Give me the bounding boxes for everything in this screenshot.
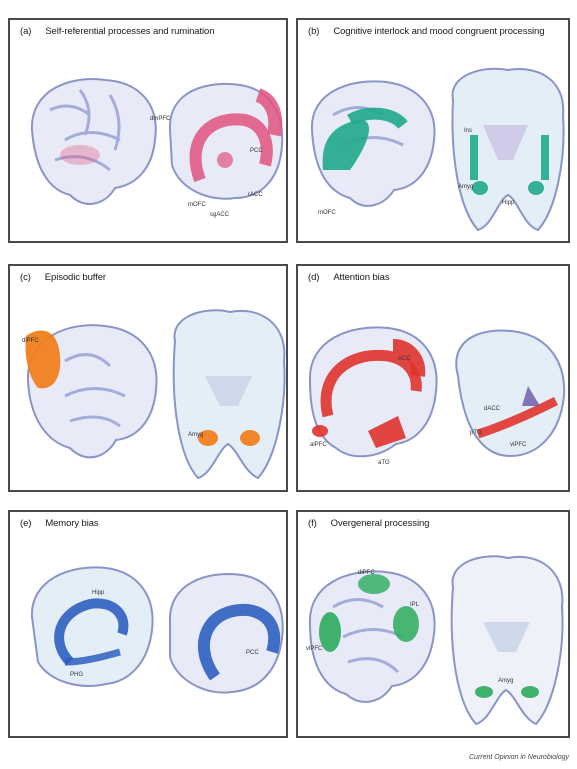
region-label: alPFC [310, 442, 327, 448]
panel-f: (f)Overgeneral processing vlPFC dlPFC IP… [296, 510, 570, 738]
region-label: Hipp [502, 200, 514, 206]
region-label: PCC [250, 148, 263, 154]
panel-e: (e)Memory bias Hipp PHG PCC [8, 510, 288, 738]
coronal-brain-illustration [10, 266, 290, 494]
medial-brain-illustration [10, 512, 290, 740]
region-label: mOFC [318, 210, 336, 216]
region-label: vlPFC [306, 646, 322, 652]
medial-brain-illustration [10, 20, 290, 245]
panel-a: (a)Self-referential processes and rumina… [8, 18, 288, 243]
coronal-brain-illustration [298, 20, 572, 245]
region-label: Amyg [188, 432, 203, 438]
panel-c: (c)Episodic buffer dlPFC Amyg [8, 264, 288, 492]
region-label: vlPFC [510, 442, 526, 448]
panel-d: (d)Attention bias ACC alPFC aTG dACC pTG… [296, 264, 570, 492]
coronal-brain-illustration [298, 266, 572, 494]
region-label: dlPFC [358, 570, 375, 576]
region-label: Amyg [498, 678, 513, 684]
region-label: ACC [398, 356, 411, 362]
region-label: dlPFC [22, 338, 39, 344]
panel-b: (b)Cognitive interlock and mood congruen… [296, 18, 570, 243]
region-label: rACC [248, 192, 263, 198]
region-label: sgACC [210, 212, 229, 218]
region-label: Amyg [458, 184, 473, 190]
region-label: mOFC [188, 202, 206, 208]
region-label: IPL [410, 602, 419, 608]
region-label: dmPFC [150, 116, 170, 122]
region-label: Ins [464, 128, 472, 134]
region-label: pTG [470, 430, 482, 436]
region-label: aTG [378, 460, 390, 466]
region-label: dACC [484, 406, 500, 412]
figure-credit: Current Opinion in Neurobiology [469, 754, 569, 761]
coronal-brain-illustration [298, 512, 572, 740]
region-label: PCC [246, 650, 259, 656]
region-label: Hipp [92, 590, 104, 596]
region-label: PHG [70, 672, 83, 678]
